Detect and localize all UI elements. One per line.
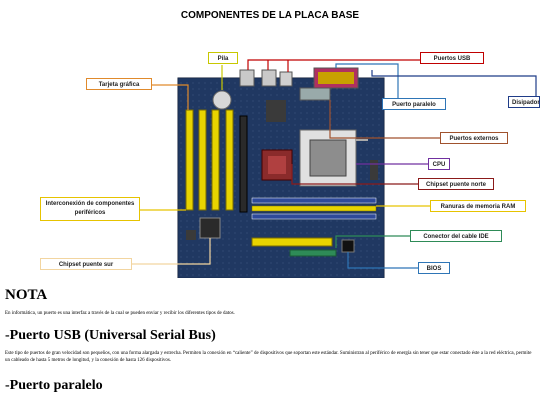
expansion-slots [185, 109, 248, 213]
ide-connector [251, 237, 333, 247]
nota-heading: NOTA [5, 287, 48, 303]
label-bios: BIOS [418, 262, 450, 274]
label-puertos-externos: Puertos externos [440, 132, 508, 144]
usb-heading: -Puerto USB (Universal Serial Bus) [5, 328, 216, 343]
motherboard-diagram: Pila Puertos USB Tarjeta gráfica Puerto … [0, 40, 540, 279]
paralelo-heading: -Puerto paralelo [5, 378, 103, 393]
nota-text: En informática, un puerto es una interfa… [5, 311, 235, 316]
label-puertos-usb: Puertos USB [420, 52, 484, 64]
label-chipset-norte: Chipset puente norte [418, 178, 494, 190]
board-components [186, 100, 378, 240]
diagram-title: COMPONENTES DE LA PLACA BASE [180, 10, 360, 21]
northbridge-chip [261, 149, 293, 181]
label-puerto-paralelo: Puerto paralelo [382, 98, 446, 110]
motherboard-illustration [132, 59, 537, 279]
label-interconexion: Interconexión de componentes periféricos [40, 197, 140, 221]
label-pila: Pila [208, 52, 238, 64]
back-panel-ports [239, 67, 359, 101]
southbridge-chip [199, 217, 221, 239]
label-chipset-sur: Chipset puente sur [40, 258, 132, 270]
usb-text: Este tipo de puertos de gran velocidad s… [5, 351, 532, 363]
cpu-socket [299, 129, 368, 187]
label-disipador: Disipador [508, 96, 540, 108]
label-ranuras-ram: Ranuras de memoria RAM [430, 200, 526, 212]
leader-lines [132, 59, 537, 269]
label-tarjeta-grafica: Tarjeta gráfica [86, 78, 152, 90]
bios-chip [341, 239, 355, 253]
ram-slots [251, 197, 377, 220]
label-cpu: CPU [428, 158, 450, 170]
battery [212, 90, 232, 110]
label-conector-ide: Conector del cable IDE [410, 230, 502, 242]
ide-connector-2 [289, 249, 337, 257]
